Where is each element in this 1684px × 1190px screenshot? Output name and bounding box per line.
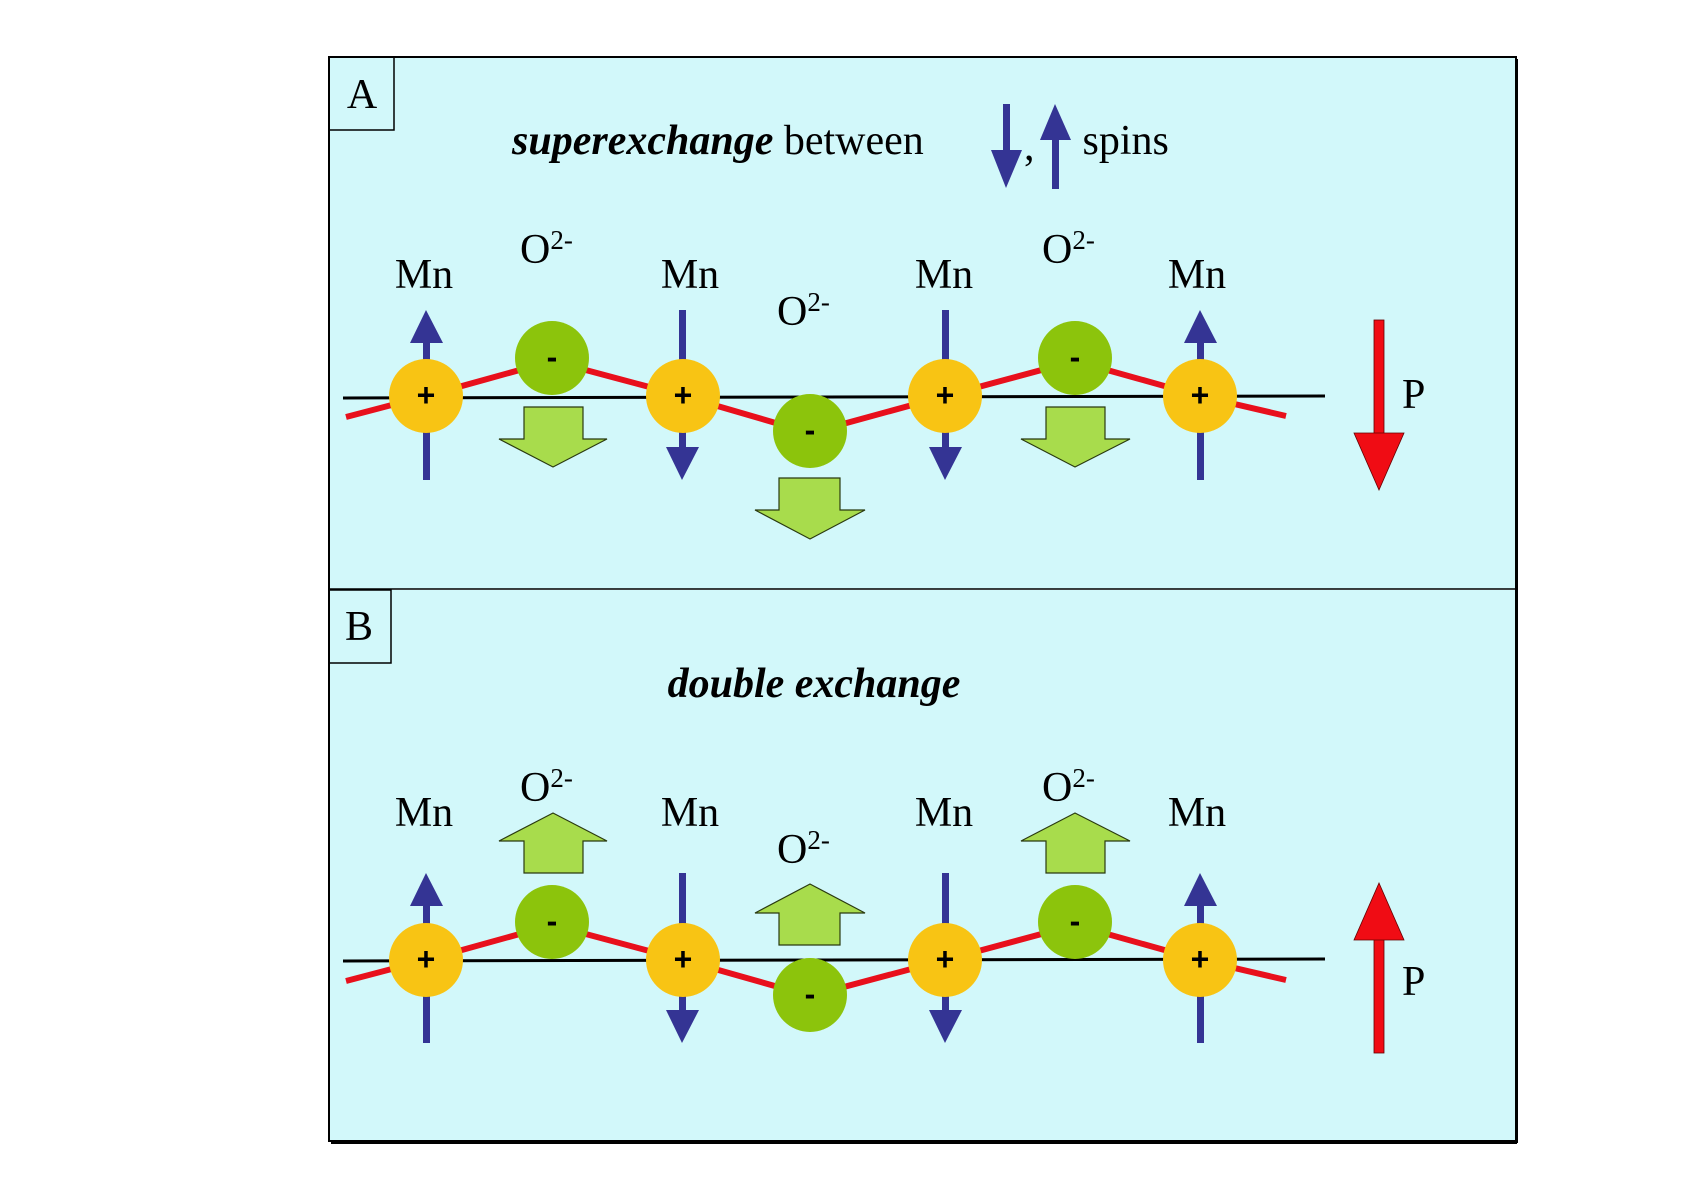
title-spin-down-icon <box>991 104 1022 188</box>
panel-b-o-ion-1: - <box>515 885 589 959</box>
panel-b-polarization-label: P <box>1402 959 1425 1005</box>
mn-ion-sign: + <box>674 377 693 413</box>
o-charge: 2- <box>807 825 830 855</box>
o-charge: 2- <box>807 287 830 317</box>
o-ion-sign: - <box>805 412 816 448</box>
panel-b-o3-displacement-up-block-arrow-icon <box>1020 812 1131 874</box>
panel-a-title-between: between <box>773 118 934 164</box>
o-charge: 2- <box>550 225 573 255</box>
panel-b-o2-displacement-up-block-arrow-icon <box>754 883 866 946</box>
panel-a-mn-ion-1: + <box>389 359 463 433</box>
panel-b-axis-line <box>342 957 1326 963</box>
panel-a-mn-ion-4: + <box>1163 359 1237 433</box>
panel-a-title: superexchange between <box>511 118 934 164</box>
o-symbol: O <box>520 227 550 273</box>
o-charge: 2- <box>1072 763 1095 793</box>
o-charge: 2- <box>550 763 573 793</box>
panel-a-title-comma: , <box>1024 124 1035 170</box>
panel-a-o1-displacement-down-block-arrow-icon <box>498 406 608 468</box>
panel-a-title-superexchange: superexchange <box>511 118 773 164</box>
panel-a-background <box>329 57 1516 589</box>
panel-a-axis-line <box>342 394 1326 400</box>
panel-b-o-label-2: O2- <box>777 825 830 873</box>
o-charge: 2- <box>1072 225 1095 255</box>
panel-a-mn-label-3: Mn <box>915 252 973 298</box>
panel-b-mn-label-4: Mn <box>1168 790 1226 836</box>
panel-a-mn-label-4: Mn <box>1168 252 1226 298</box>
panel-a-o-label-1: O2- <box>520 225 573 273</box>
o-ion-sign: - <box>547 903 558 939</box>
panel-a-mn-label-2: Mn <box>661 252 719 298</box>
o-symbol: O <box>777 827 807 873</box>
o-symbol: O <box>1042 227 1072 273</box>
panel-b: B double exchange + + <box>328 589 1516 1141</box>
mn-ion-sign: + <box>417 941 436 977</box>
mn-ion-sign: + <box>1191 941 1210 977</box>
panel-b-polarization-up-arrow-icon <box>1353 882 1405 1054</box>
panel-b-o1-displacement-up-block-arrow-icon <box>498 812 608 874</box>
panel-a-polarization-down-arrow-icon <box>1353 319 1405 491</box>
mn-ion-sign: + <box>417 377 436 413</box>
panel-a-o-label-3: O2- <box>1042 225 1095 273</box>
panel-a-o-ion-1: - <box>515 321 589 395</box>
panel-b-mn-ion-4: + <box>1163 923 1237 997</box>
o-symbol: O <box>777 289 807 335</box>
panel-b-o-label-1: O2- <box>520 763 573 811</box>
panel-b-label: B <box>345 604 373 650</box>
title-spin-up-icon <box>1040 104 1071 189</box>
mn-ion-sign: + <box>1191 377 1210 413</box>
panel-b-title: double exchange <box>668 661 961 707</box>
mn-ion-sign: + <box>936 377 955 413</box>
panel-a-o3-displacement-down-block-arrow-icon <box>1020 406 1131 468</box>
mn-ion-sign: + <box>674 941 693 977</box>
panel-a-mn-ion-3: + <box>908 359 982 433</box>
panel-a-mn-ion-2: + <box>646 359 720 433</box>
panel-b-mn-ion-3: + <box>908 923 982 997</box>
panel-a-o2-displacement-down-block-arrow-icon <box>754 477 866 540</box>
panel-a-polarization-label: P <box>1402 372 1425 418</box>
panel-b-o-ion-2: - <box>773 958 847 1032</box>
panel-a-mn-label-1: Mn <box>395 252 453 298</box>
panel-a-label: A <box>347 72 378 118</box>
panel-b-mn-ion-1: + <box>389 923 463 997</box>
panel-a-o-ion-2: - <box>773 394 847 468</box>
panel-b-mn-label-3: Mn <box>915 790 973 836</box>
panel-b-mn-ion-2: + <box>646 923 720 997</box>
panel-b-mn-label-1: Mn <box>395 790 453 836</box>
o-ion-sign: - <box>1070 339 1081 375</box>
panel-a-o-ion-3: - <box>1038 321 1112 395</box>
panel-a-title-spins: spins <box>1072 118 1169 164</box>
panel-a: A superexchange between , spins <box>328 56 1516 589</box>
o-symbol: O <box>520 765 550 811</box>
panel-b-mn-label-2: Mn <box>661 790 719 836</box>
panel-b-o-label-3: O2- <box>1042 763 1095 811</box>
o-ion-sign: - <box>547 339 558 375</box>
panel-a-o-label-2: O2- <box>777 287 830 335</box>
panel-b-o-ion-3: - <box>1038 885 1112 959</box>
o-ion-sign: - <box>805 976 816 1012</box>
mn-ion-sign: + <box>936 941 955 977</box>
o-symbol: O <box>1042 765 1072 811</box>
o-ion-sign: - <box>1070 903 1081 939</box>
